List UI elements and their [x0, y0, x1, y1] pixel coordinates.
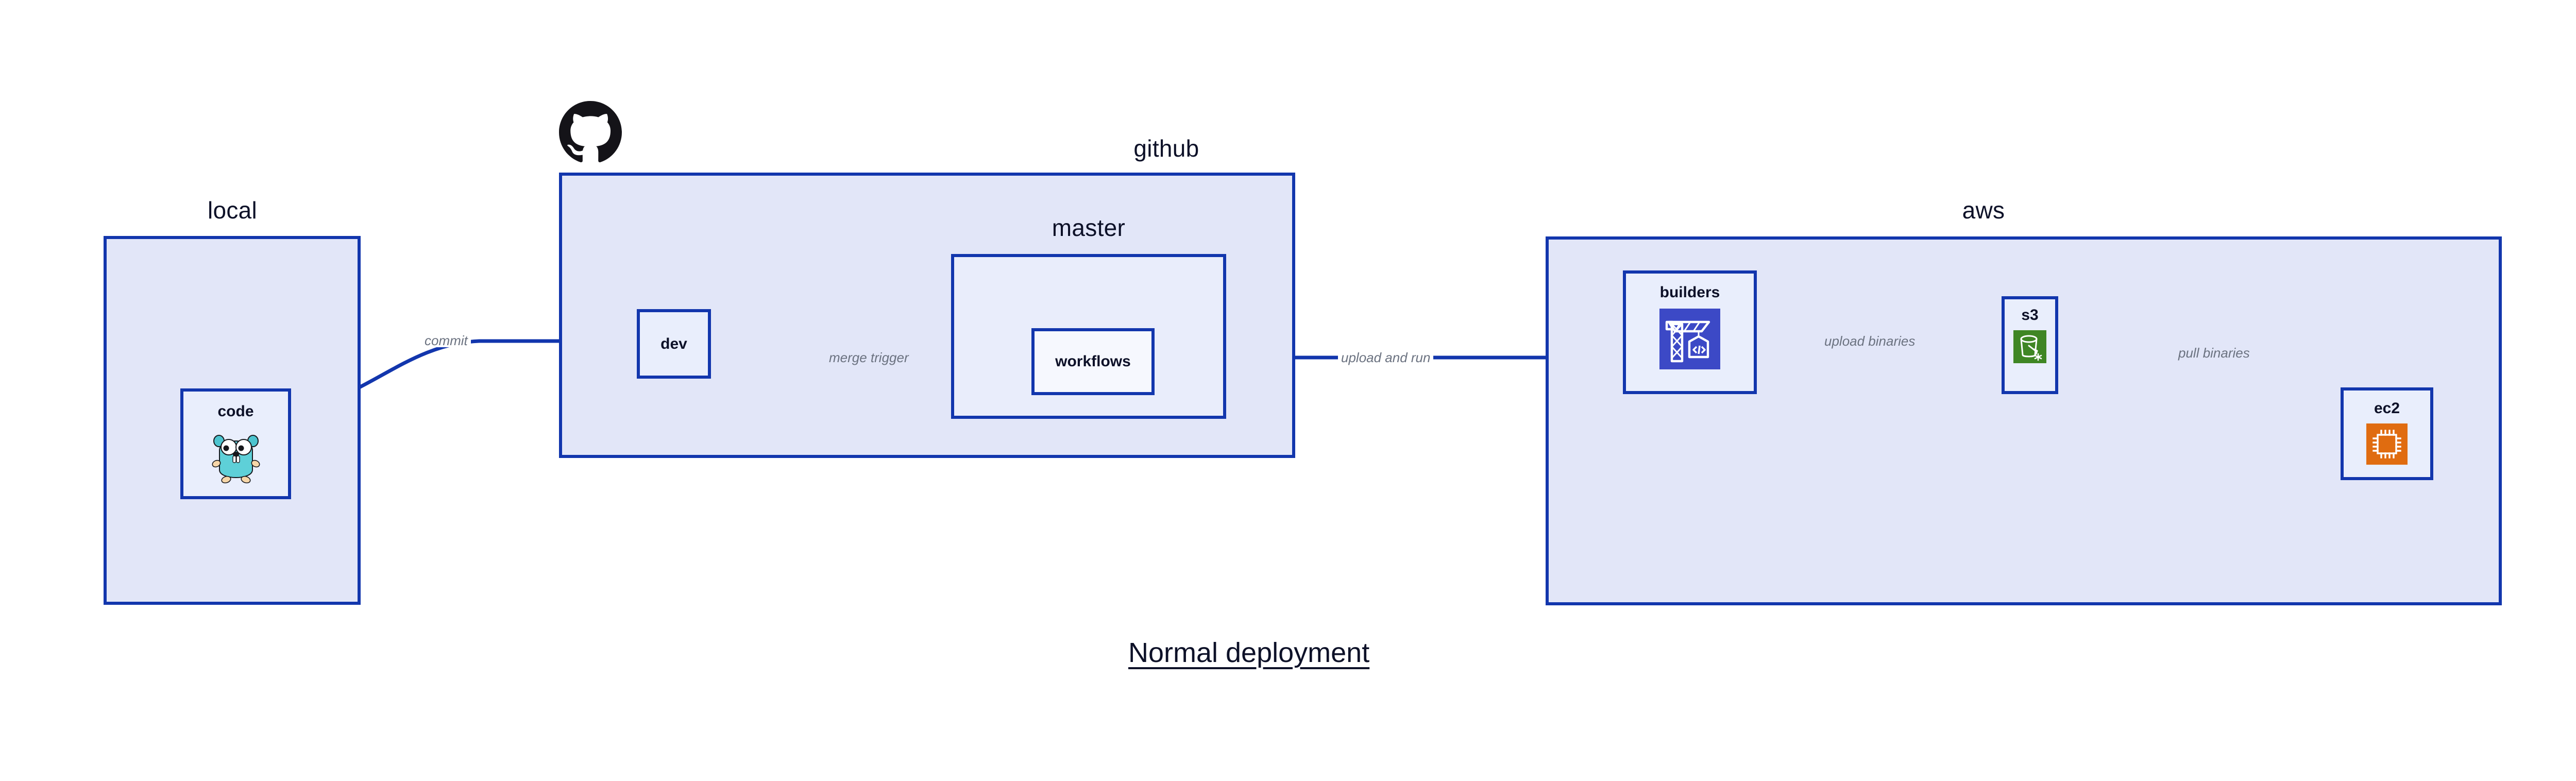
- node-workflows[interactable]: workflows: [1031, 328, 1155, 395]
- group-label-local: local: [207, 197, 258, 224]
- node-dev[interactable]: dev: [637, 309, 711, 379]
- github-octocat-icon: [559, 101, 622, 164]
- group-label-master: master: [1052, 214, 1126, 241]
- node-code-label: code: [217, 403, 254, 420]
- node-s3[interactable]: s3: [2002, 296, 2058, 394]
- node-ec2[interactable]: ec2: [2341, 387, 2433, 480]
- go-gopher-icon: [209, 428, 263, 484]
- group-label-github: github: [1133, 135, 1199, 162]
- group-local: code: [104, 236, 361, 605]
- node-builders[interactable]: builders: [1623, 270, 1757, 394]
- edge-label-upload-and-run: upload and run: [1338, 351, 1434, 364]
- edge-label-upload-binaries: upload binaries: [1821, 334, 1919, 348]
- node-dev-label: dev: [660, 335, 687, 352]
- edge-label-pull-binaries: pull binaries: [2175, 346, 2253, 360]
- edge-label-merge-trigger: merge trigger: [826, 351, 912, 364]
- node-code[interactable]: code: [180, 388, 291, 499]
- node-s3-label: s3: [2021, 307, 2039, 324]
- group-github: dev master workflows: [559, 173, 1295, 458]
- aws-builder-crane-icon: [1659, 309, 1720, 369]
- diagram-caption: Normal deployment: [1128, 637, 1370, 668]
- node-builders-label: builders: [1659, 284, 1720, 301]
- aws-ec2-chip-icon: [2366, 423, 2408, 465]
- edge-label-commit: commit: [421, 334, 471, 347]
- aws-s3-bucket-icon: [2013, 330, 2046, 363]
- node-workflows-label: workflows: [1055, 353, 1131, 370]
- group-aws: builders: [1546, 236, 2502, 605]
- group-label-aws: aws: [1962, 197, 2005, 224]
- node-ec2-label: ec2: [2374, 400, 2400, 417]
- group-master: workflows: [951, 254, 1226, 419]
